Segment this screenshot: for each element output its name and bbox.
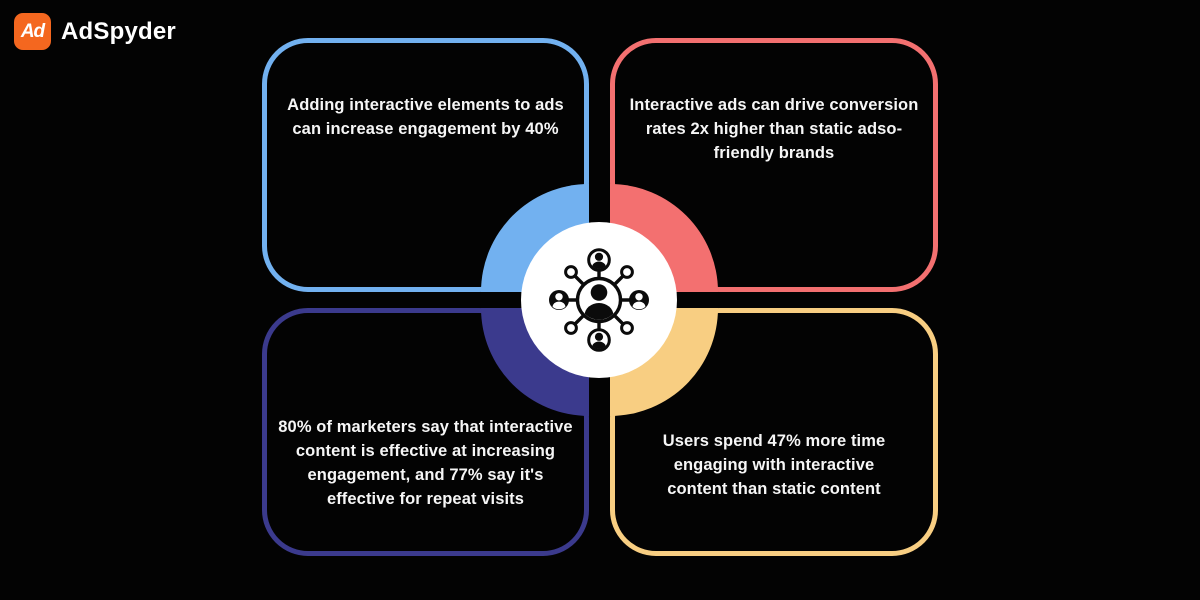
adspyder-logo-monogram: Ad	[20, 20, 45, 42]
network-people-icon	[549, 248, 649, 352]
center-hub-circle	[521, 222, 677, 378]
stat-text-engagement: Adding interactive elements to ads can i…	[287, 96, 564, 138]
adspyder-logo-icon: Ad	[14, 13, 51, 50]
stat-text-conversion: Interactive ads can drive conversion rat…	[629, 96, 919, 162]
brand-name: AdSpyder	[61, 17, 176, 45]
stat-text-marketers: 80% of marketers say that interactive co…	[278, 418, 573, 508]
brand-logo: Ad AdSpyder	[14, 13, 176, 50]
stat-text-time-spent: Users spend 47% more time engaging with …	[662, 432, 886, 498]
